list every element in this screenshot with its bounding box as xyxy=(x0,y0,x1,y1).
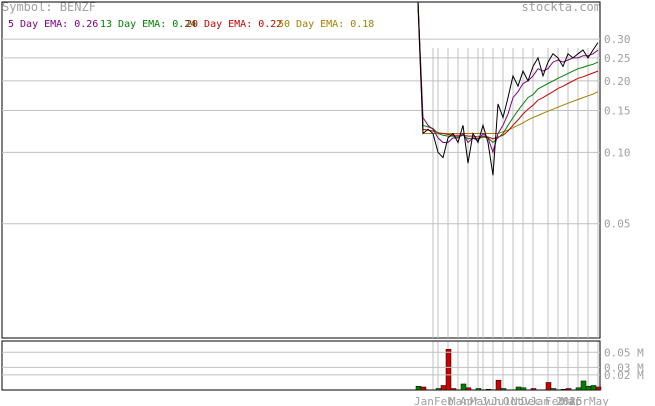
volume-bar xyxy=(550,388,557,391)
x-tick-label: Mar xyxy=(449,395,469,406)
volume-bar xyxy=(435,388,442,391)
x-tick-label: Jan xyxy=(414,395,434,406)
price-tick-label: 0.05 xyxy=(604,218,631,231)
site-name: stockta.com xyxy=(521,0,601,14)
series-line-price xyxy=(417,1,599,176)
volume-bar xyxy=(460,383,467,391)
volume-bars xyxy=(415,349,602,391)
price-series xyxy=(417,1,599,176)
series-line-5-day-ema xyxy=(417,1,599,155)
series-line-50-day-ema xyxy=(417,9,599,134)
x-tick-label: Jul xyxy=(491,395,511,406)
volume-bar xyxy=(440,385,447,391)
price-tick-label: 0.10 xyxy=(604,146,631,159)
volume-bar xyxy=(475,388,482,391)
volume-bar xyxy=(420,386,427,391)
price-tick-label: 0.25 xyxy=(604,52,631,65)
legend-item: 20 Day EMA: 0.22 xyxy=(186,19,282,30)
volume-bar xyxy=(415,385,422,391)
price-panel xyxy=(1,1,601,339)
symbol-label: Symbol: BENZF xyxy=(2,0,96,14)
volume-tick-label: 0.03 M xyxy=(604,361,644,374)
volume-bar xyxy=(450,388,457,391)
date-gridlines xyxy=(432,48,599,390)
volume-bar xyxy=(580,380,587,391)
price-tick-label: 0.15 xyxy=(604,105,631,118)
volume-bar xyxy=(585,385,592,391)
volume-frame xyxy=(1,340,601,391)
price-tick-label: 0.20 xyxy=(604,75,631,88)
volume-bar xyxy=(565,388,572,391)
x-tick-label: Mar xyxy=(561,395,581,406)
volume-bar xyxy=(545,382,552,391)
legend-item: 5 Day EMA: 0.26 xyxy=(8,19,98,30)
x-tick-label: Apr xyxy=(569,395,589,406)
legend-item: 13 Day EMA: 0.24 xyxy=(100,19,196,30)
volume-bar xyxy=(575,387,582,391)
volume-tick-label: 0.05 M xyxy=(604,346,644,359)
x-tick-label: 2025 xyxy=(556,395,583,406)
volume-bar xyxy=(520,387,527,391)
price-grid xyxy=(2,38,600,225)
price-tick-label: 0.30 xyxy=(604,33,631,46)
volume-bar xyxy=(485,388,492,391)
x-tick-label: Dec xyxy=(521,395,541,406)
volume-bar xyxy=(515,386,522,391)
x-tick-label: May xyxy=(470,395,490,406)
price-y-axis: 0.30 0.25 0.20 0.15 0.10 0.05 xyxy=(604,33,631,231)
legend-item: 50 Day EMA: 0.18 xyxy=(278,19,374,30)
volume-bar xyxy=(465,387,472,391)
x-tick-label: Nov xyxy=(511,395,531,406)
volume-bar xyxy=(530,388,537,391)
volume-bar xyxy=(560,388,567,391)
x-tick-label: Jun xyxy=(481,395,501,406)
series-line-20-day-ema xyxy=(417,1,599,140)
x-tick-label: Feb xyxy=(545,395,565,406)
volume-bar xyxy=(590,385,597,391)
volume-panel xyxy=(1,340,601,391)
volume-bar xyxy=(500,388,507,391)
volume-bar xyxy=(495,379,502,391)
x-tick-label: Jan xyxy=(530,395,550,406)
x-tick-label: Oct xyxy=(503,395,523,406)
volume-bar xyxy=(445,349,452,391)
volume-y-axis: 0.05 M 0.03 M0.02 M xyxy=(2,346,644,382)
price-frame xyxy=(1,1,601,339)
x-tick-label: Apr xyxy=(460,395,480,406)
x-tick-label: May xyxy=(589,395,609,406)
volume-bar xyxy=(595,386,602,391)
x-tick-label: Feb xyxy=(434,395,454,406)
series-line-13-day-ema xyxy=(417,1,599,144)
volume-tick-label: 0.02 M xyxy=(604,369,644,382)
